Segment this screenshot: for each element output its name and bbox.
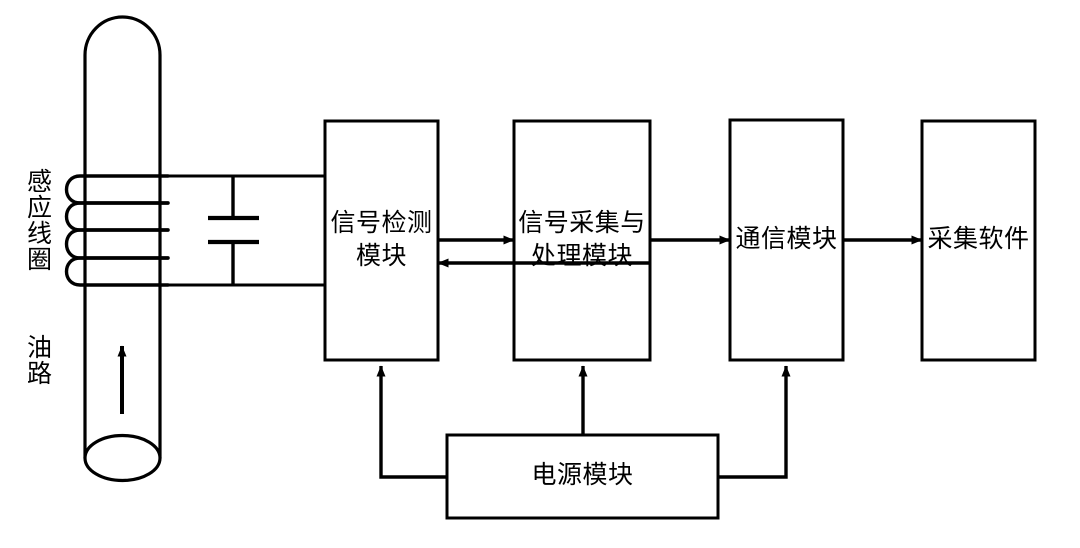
power-to-detection: [376, 365, 447, 479]
signal-flow-arrows: [437, 235, 923, 268]
block-power-supply-rect: [445, 433, 720, 520]
block-signal-detection-rect: [323, 119, 440, 362]
block-signal-acquisition-rect: [512, 119, 652, 362]
oil-pipe: [83, 15, 162, 483]
coil-lead-wires: [168, 174, 325, 287]
block-outlines: [323, 118, 1037, 520]
induction-coil-label: 感应线圈: [23, 168, 51, 272]
induction-coil: [64, 174, 170, 287]
oil-pipe-label: 油路: [23, 334, 51, 386]
block-communication-rect: [728, 118, 845, 362]
block-acquisition-software-rect: [920, 119, 1037, 362]
power-distribution-arrows: [376, 365, 791, 479]
capacitor-symbol: [208, 176, 259, 285]
power-to-communication: [718, 365, 791, 479]
